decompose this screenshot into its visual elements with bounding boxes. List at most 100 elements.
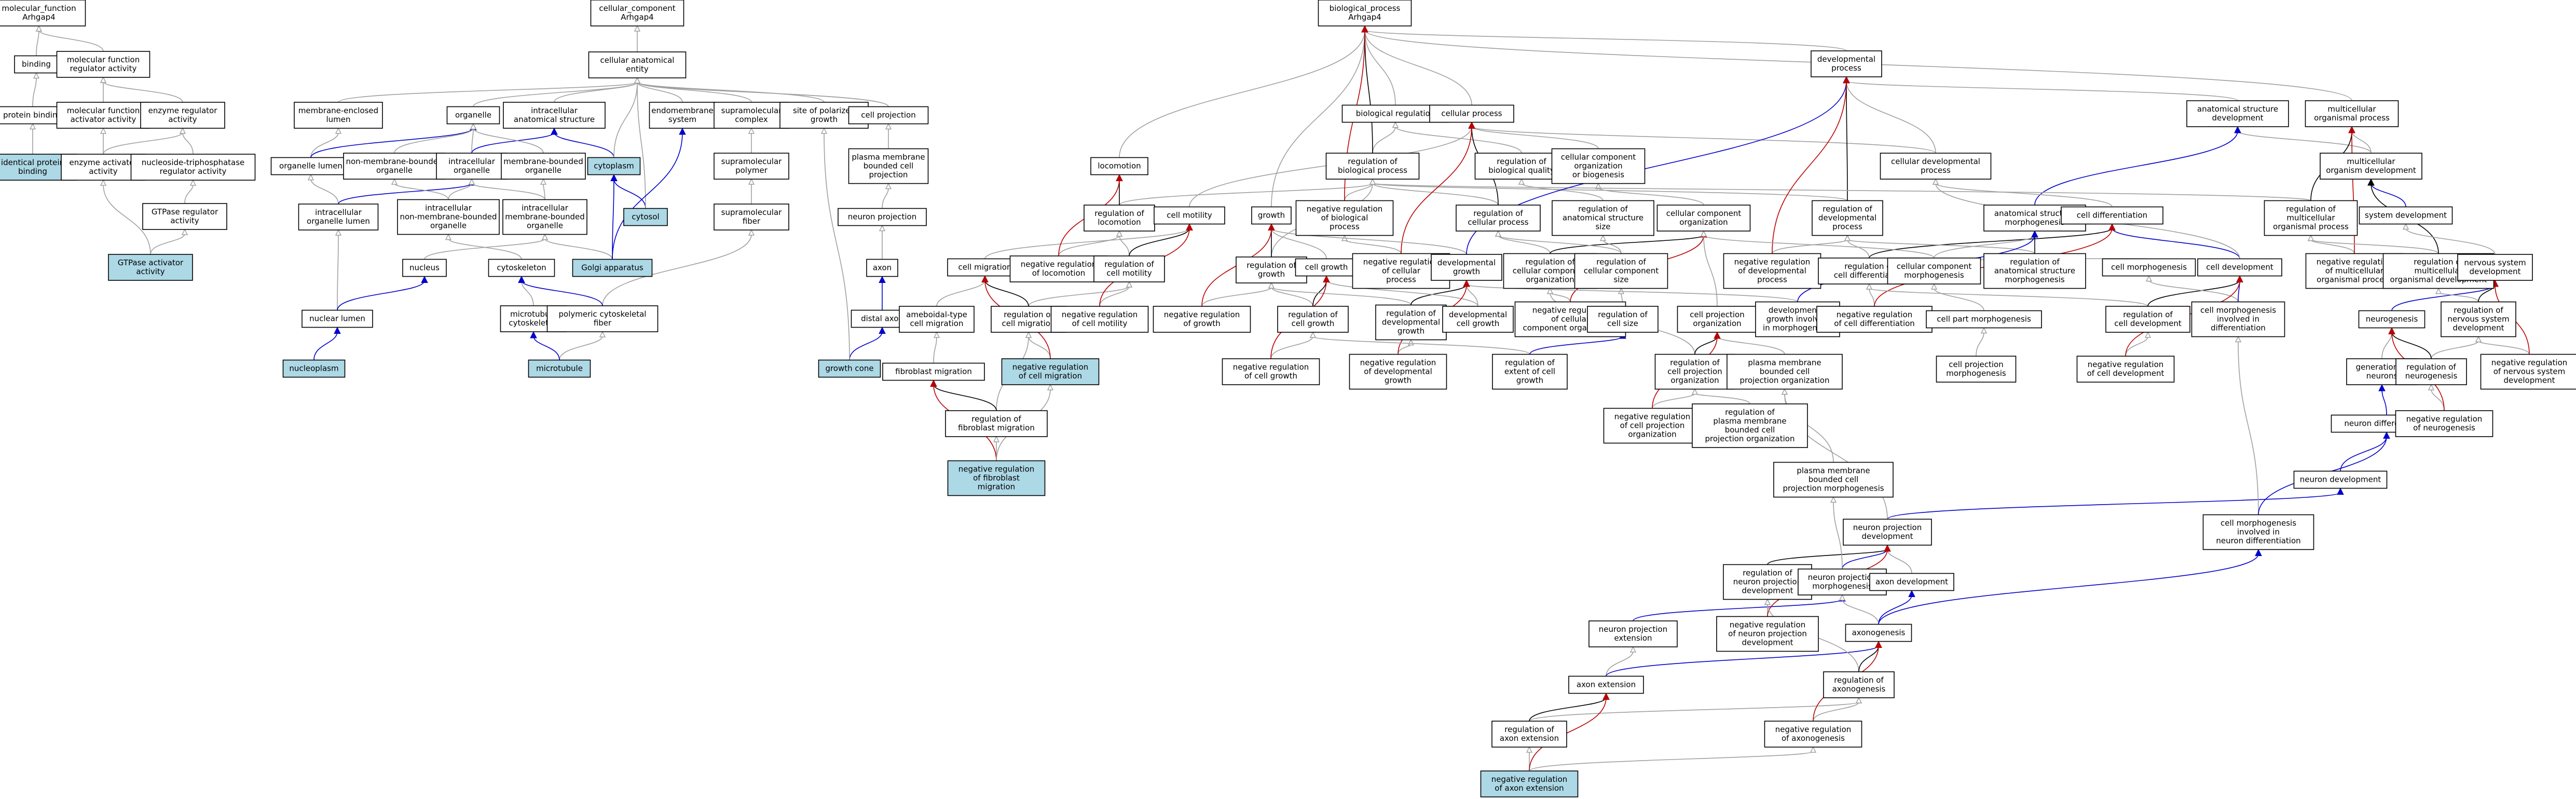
go-term-node[interactable]: growth cone <box>818 359 881 378</box>
go-term-node[interactable]: neuron development <box>2293 470 2388 489</box>
go-term-node[interactable]: fibroblast migration <box>882 362 985 381</box>
go-term-node[interactable]: locomotion <box>1090 157 1148 175</box>
go-term-node[interactable]: neuron projection <box>838 208 927 226</box>
go-term-node[interactable]: cytosol <box>623 208 668 226</box>
go-term-node[interactable]: cytoplasm <box>587 157 641 175</box>
go-term-node[interactable]: cell motility <box>1154 206 1225 225</box>
go-term-node[interactable]: cell part morphogenesis <box>1926 310 2042 329</box>
go-term-node[interactable]: growth <box>1251 206 1292 225</box>
go-term-node[interactable]: axonogenesis <box>1845 624 1912 642</box>
go-term-node[interactable]: cell growth <box>1295 258 1358 277</box>
go-term-node[interactable]: cell morphogenesis <box>2102 258 2196 277</box>
go-term-node[interactable]: axon <box>866 259 898 277</box>
go-term-node[interactable]: nucleoplasm <box>282 359 346 378</box>
go-term-node[interactable]: nuclear lumen <box>302 309 373 328</box>
go-term-node[interactable]: cell development <box>2197 258 2282 277</box>
go-term-node[interactable]: cell differentiation <box>2061 206 2163 225</box>
go-term-node[interactable]: neurogenesis <box>2358 310 2426 329</box>
go-term-node[interactable]: system development <box>2359 206 2453 225</box>
go-term-node[interactable]: Golgi apparatus <box>572 259 653 277</box>
go-term-node[interactable]: intracellularnon-membrane-boundedorganel… <box>397 199 500 235</box>
go-term-node[interactable]: nucleus <box>402 259 447 277</box>
go-term-node[interactable]: organelle lumen <box>270 157 351 175</box>
go-term-node[interactable]: cytoskeleton <box>488 259 555 277</box>
go-term-node[interactable]: cell projection <box>848 106 929 125</box>
go-term-node[interactable]: cellular process <box>1429 104 1514 123</box>
go-term-node[interactable]: axon development <box>1869 573 1954 591</box>
go-term-node[interactable]: organelle <box>446 106 500 125</box>
go-term-node[interactable]: axon extension <box>1568 675 1644 694</box>
go-term-node[interactable]: microtubule <box>528 359 591 378</box>
